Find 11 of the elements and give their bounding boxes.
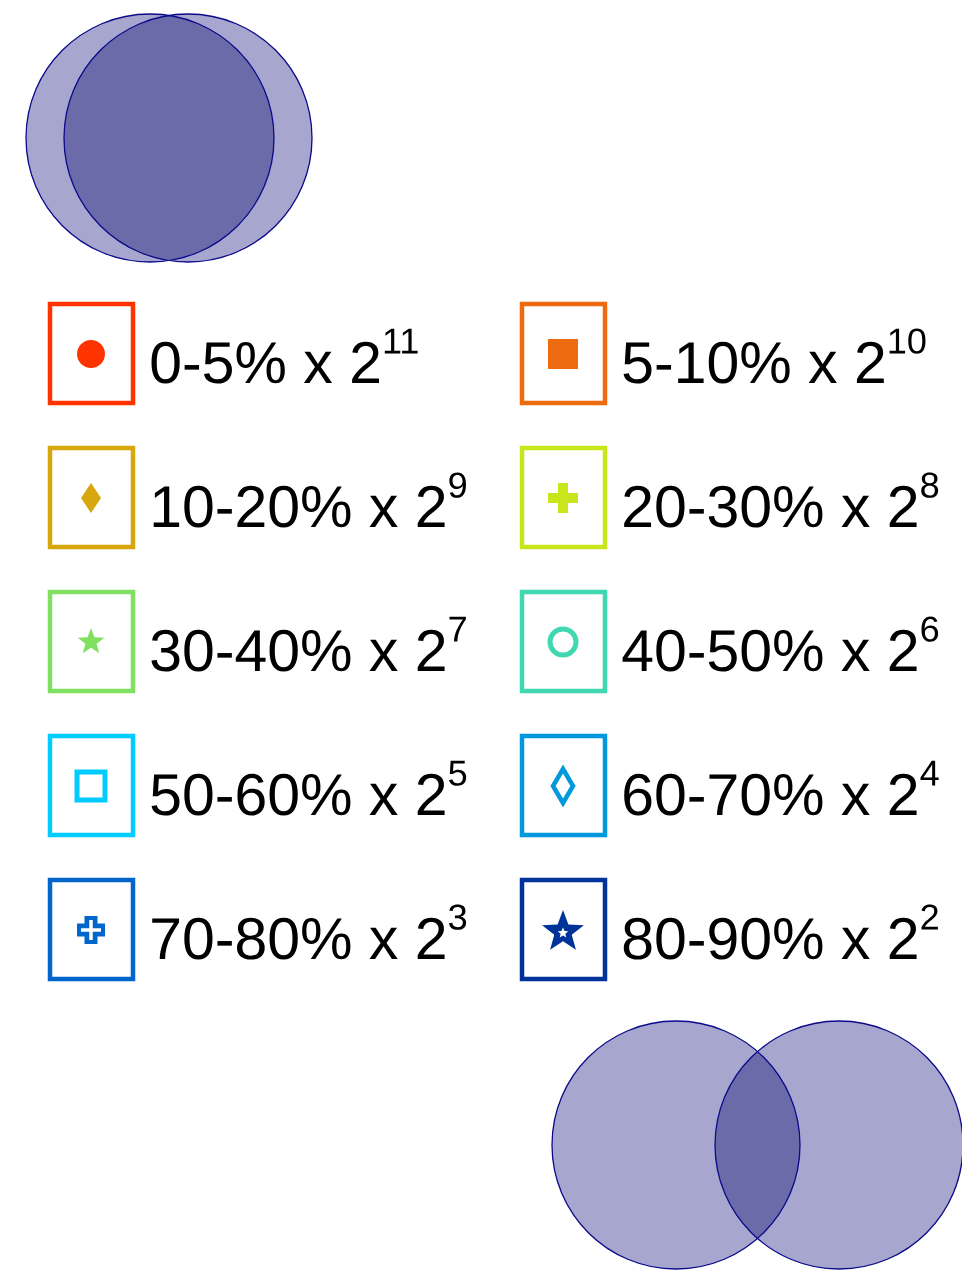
legend-label: 30-40% x 2$^{7}$ — [151, 616, 466, 672]
legend-label: 10-20% x 2$^{9}$ — [153, 472, 466, 528]
legend-label: 40-50% x 2$^{6}$ — [622, 616, 939, 672]
legend-label: 20-30% x 2$^{8}$ — [624, 472, 939, 528]
legend-label: 80-90% x 2$^{2}$ — [623, 904, 938, 960]
venn-circle — [551, 1020, 801, 1270]
legend-label: 5-10% x 2$^{10}$ — [623, 328, 926, 384]
legend-label: 60-70% x 2$^{4}$ — [624, 760, 939, 816]
legend-label: 70-80% x 2$^{3}$ — [152, 904, 467, 960]
legend-label: 0-5% x 2$^{11}$ — [151, 328, 418, 384]
legend-label: 50-60% x 2$^{5}$ — [151, 760, 467, 816]
